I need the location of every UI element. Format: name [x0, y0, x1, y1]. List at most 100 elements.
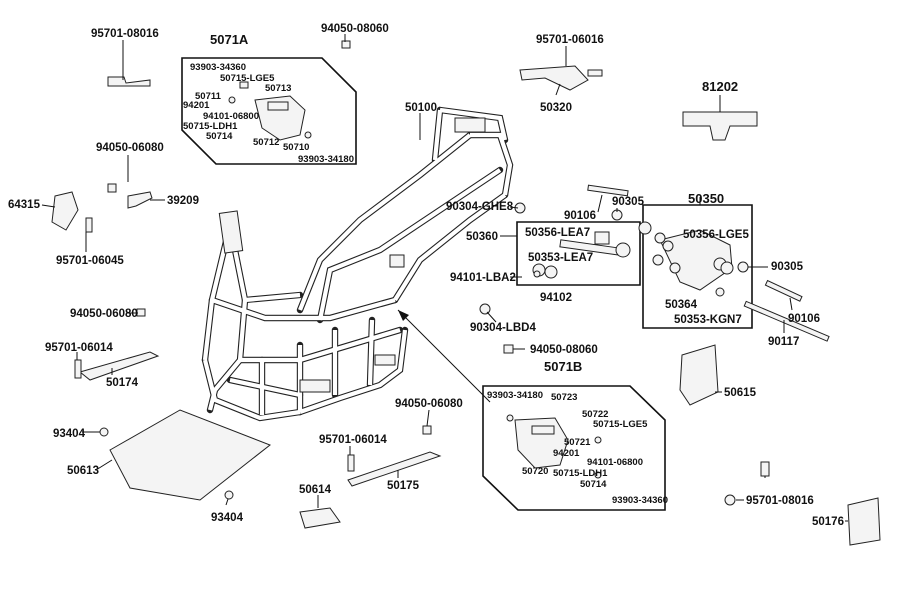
label-39209: 39209 — [167, 195, 199, 207]
label-94201-b: 94201 — [553, 448, 580, 459]
label-50721: 50721 — [564, 437, 591, 448]
rail-50174 — [78, 351, 160, 381]
engine-hanger-50350 — [638, 221, 734, 297]
label-50356-LGE5: 50356-LGE5 — [683, 229, 749, 241]
pivot-shaft-50360 — [532, 231, 631, 279]
label-95701-06014-b: 95701-06014 — [319, 434, 387, 446]
bolt-93404-a — [99, 427, 109, 437]
label-50710: 50710 — [283, 142, 309, 153]
nut-90305-lower — [737, 261, 749, 273]
plate-50176 — [847, 497, 881, 546]
label-50723: 50723 — [551, 392, 577, 403]
label-50711-a: 50711 — [195, 91, 222, 102]
label-94050-08060-b: 94050-08060 — [530, 344, 598, 356]
label-94050-08060-a: 94050-08060 — [321, 23, 389, 35]
label-50613: 50613 — [67, 465, 99, 477]
label-93903-34180-b: 93903-34180 — [487, 390, 543, 401]
label-50615: 50615 — [724, 387, 757, 399]
leader-lines — [41, 34, 848, 522]
bolt-90117 — [743, 300, 830, 342]
label-94101-06800-b: 94101-06800 — [587, 457, 643, 468]
label-50715-LGE5-a: 50715-LGE5 — [220, 73, 275, 84]
label-50176: 50176 — [812, 516, 844, 528]
label-94050-06080-b: 94050-06080 — [70, 308, 138, 320]
label-50364: 50364 — [665, 299, 698, 311]
bolt-95701-06014-b — [347, 454, 355, 472]
label-94101-LBA2: 94101-LBA2 — [450, 272, 516, 284]
label-50320: 50320 — [540, 102, 572, 114]
label-50712: 50712 — [253, 137, 279, 148]
label-50722: 50722 — [582, 409, 608, 420]
label-90304-GHE8: 90304-GHE8 — [446, 201, 514, 213]
plate-50614 — [299, 507, 341, 529]
nut-94050-06080-mid — [136, 308, 146, 317]
label-94101-06800-a: 94101-06800 — [203, 111, 259, 122]
nut-94050-06080-left — [107, 183, 117, 193]
label-94201-a: 94201 — [183, 100, 210, 111]
label-94050-06080-c: 94050-06080 — [395, 398, 463, 410]
label-50350: 50350 — [688, 191, 724, 206]
part-labels: 95701-08016 5071A 94050-08060 95701-0601… — [8, 23, 844, 528]
label-93404-a: 93404 — [53, 428, 86, 440]
bolt-95701-08016-upper — [107, 76, 151, 87]
label-94050-06080-a: 94050-06080 — [96, 142, 164, 154]
label-5071B: 5071B — [544, 359, 582, 374]
label-95701-06045: 95701-06045 — [56, 255, 124, 267]
label-95701-06016: 95701-06016 — [536, 34, 604, 46]
bolt-95701-06016 — [587, 69, 603, 77]
label-93903-34360-b: 93903-34360 — [612, 495, 668, 506]
label-50720: 50720 — [522, 466, 548, 477]
washer-95701-08016-right — [724, 494, 736, 506]
kit-box-50350 — [642, 204, 753, 329]
label-90106-a: 90106 — [564, 210, 596, 222]
label-90305-a: 90305 — [612, 196, 645, 208]
bolt-93404-b — [224, 490, 234, 500]
label-50174: 50174 — [106, 377, 139, 389]
kit-box-5071A — [181, 57, 357, 165]
label-50356-LEA7: 50356-LEA7 — [525, 227, 590, 239]
label-50353-KGN7: 50353-KGN7 — [674, 314, 742, 326]
label-93404-b: 93404 — [211, 512, 244, 524]
label-95701-08016-b: 95701-08016 — [746, 495, 814, 507]
nut-94050-08060-top — [341, 40, 351, 49]
clamp-64315 — [51, 191, 79, 231]
bolt-90106-lower — [764, 279, 803, 302]
label-50713: 50713 — [265, 83, 291, 94]
nut-94050-08060-mid — [503, 344, 514, 354]
bracket-5071A — [228, 81, 312, 141]
bolt-95701-06014-a — [74, 359, 82, 379]
license-bracket-81202 — [682, 111, 758, 141]
label-50715-LDH1-a: 50715-LDH1 — [183, 121, 238, 132]
bracket-50320 — [519, 65, 589, 91]
floor-panel-50613 — [109, 409, 271, 501]
label-93903-34180-a: 93903-34180 — [298, 154, 354, 165]
label-50714-b: 50714 — [580, 479, 607, 490]
bolt-95701-08016-right — [760, 461, 770, 477]
bracket-39209 — [127, 191, 153, 209]
label-90304-LBD4: 90304-LBD4 — [470, 322, 536, 334]
label-90305-b: 90305 — [771, 261, 804, 273]
label-50614: 50614 — [299, 484, 332, 496]
bolt-95701-06045 — [85, 217, 93, 233]
label-5071A: 5071A — [210, 32, 249, 47]
bracket-5071B — [506, 414, 602, 479]
label-81202: 81202 — [702, 79, 738, 94]
label-95701-06014-a: 95701-06014 — [45, 342, 113, 354]
label-50360: 50360 — [466, 231, 498, 243]
label-50715-LGE5-b: 50715-LGE5 — [593, 419, 648, 430]
label-50353-LEA7: 50353-LEA7 — [528, 252, 593, 264]
label-95701-08016-a: 95701-08016 — [91, 28, 159, 40]
label-50175: 50175 — [387, 480, 420, 492]
label-90117: 90117 — [768, 336, 799, 348]
label-64315: 64315 — [8, 199, 41, 211]
label-50715-LDH1-b: 50715-LDH1 — [553, 468, 608, 479]
label-50714-a: 50714 — [206, 131, 233, 142]
label-50100: 50100 — [405, 102, 437, 114]
label-94102: 94102 — [540, 292, 572, 304]
main-frame-50100 — [201, 106, 514, 422]
cover-50615 — [679, 344, 719, 406]
kit-box-50360 — [516, 221, 641, 286]
nut-90304-lbd4 — [479, 303, 491, 315]
